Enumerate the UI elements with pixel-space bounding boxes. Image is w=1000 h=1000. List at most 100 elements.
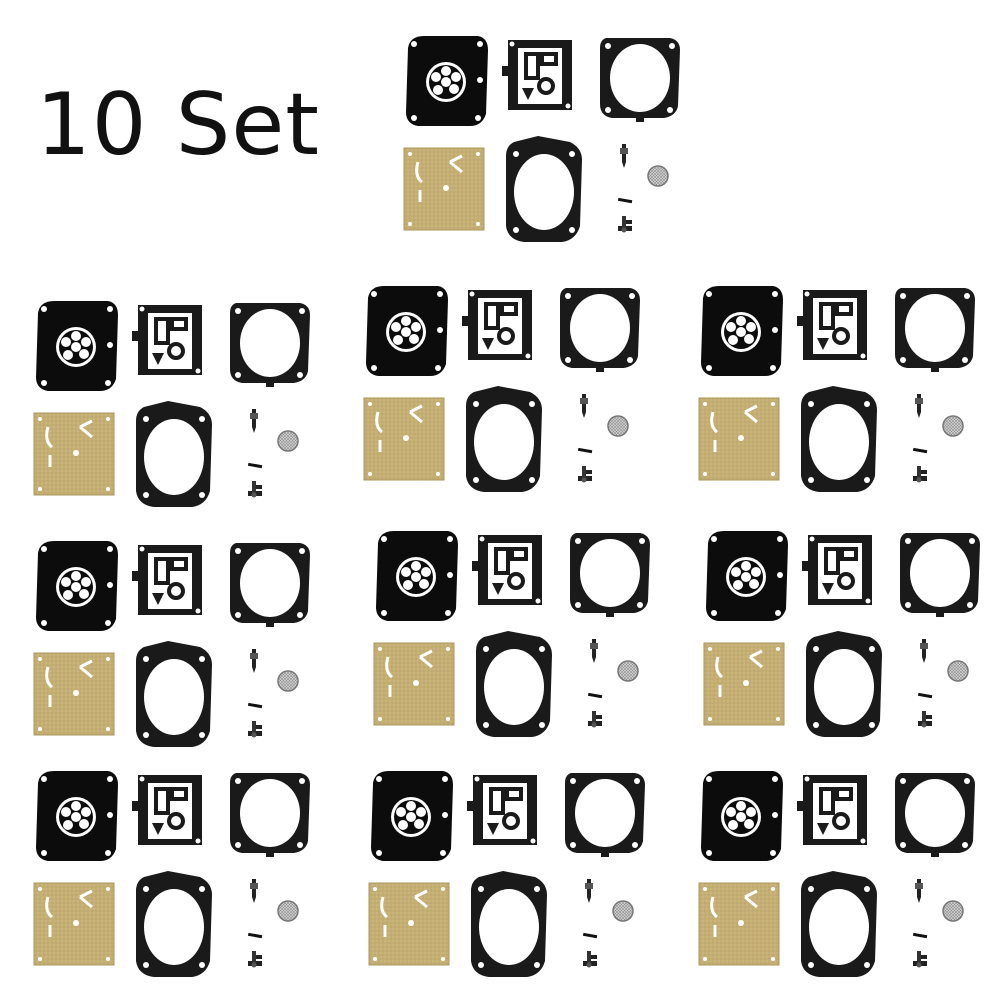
screen-plate-icon: [698, 882, 780, 966]
metering-diaphragm-icon: [706, 531, 788, 621]
needle-icon: [250, 879, 258, 903]
filter-screen-icon: [277, 900, 299, 922]
set-count-title: 10 Set: [36, 75, 320, 175]
large-gasket-icon: [506, 136, 582, 242]
pin-icon: [247, 932, 263, 939]
pin-icon: [617, 197, 633, 204]
needle-icon: [620, 144, 628, 168]
large-gasket-icon: [136, 641, 212, 747]
filter-screen-icon: [277, 430, 299, 452]
needle-icon: [915, 394, 923, 418]
screen-plate-icon: [33, 652, 115, 736]
gasket-icon: [502, 40, 572, 110]
screen-plate-icon: [373, 642, 455, 726]
metering-diaphragm-icon: [36, 301, 118, 391]
gasket-icon: [132, 545, 202, 615]
pump-gasket-icon: [230, 773, 310, 857]
pump-gasket-icon: [900, 533, 980, 617]
pin-icon: [912, 932, 928, 939]
gasket-icon: [132, 775, 202, 845]
gasket-icon: [797, 290, 867, 360]
needle-icon: [250, 649, 258, 673]
screen-plate-icon: [703, 642, 785, 726]
large-gasket-icon: [801, 871, 877, 977]
metering-diaphragm-icon: [36, 771, 118, 861]
carburetor-kit-10: [695, 765, 995, 995]
filter-screen-icon: [942, 415, 964, 437]
pin-icon: [247, 462, 263, 469]
lever-icon: [578, 466, 592, 483]
pin-icon: [247, 702, 263, 709]
screen-plate-icon: [33, 412, 115, 496]
large-gasket-icon: [136, 401, 212, 507]
large-gasket-icon: [471, 871, 547, 977]
metering-diaphragm-icon: [406, 36, 488, 126]
gasket-icon: [467, 775, 537, 845]
gasket-icon: [132, 305, 202, 375]
pump-gasket-icon: [230, 303, 310, 387]
large-gasket-icon: [476, 631, 552, 737]
needle-icon: [590, 639, 598, 663]
carburetor-kit-4: [695, 280, 995, 510]
pump-gasket-icon: [600, 38, 680, 122]
pin-icon: [582, 932, 598, 939]
needle-icon: [250, 409, 258, 433]
gasket-icon: [802, 535, 872, 605]
gasket-icon: [472, 535, 542, 605]
needle-icon: [920, 639, 928, 663]
pump-gasket-icon: [895, 773, 975, 857]
pin-icon: [917, 692, 933, 699]
screen-plate-icon: [363, 397, 445, 481]
lever-icon: [618, 216, 632, 233]
lever-icon: [248, 721, 262, 738]
carburetor-kit-1: [400, 30, 700, 260]
gasket-icon: [797, 775, 867, 845]
carburetor-kit-6: [370, 525, 670, 755]
large-gasket-icon: [136, 871, 212, 977]
pump-gasket-icon: [895, 288, 975, 372]
pump-gasket-icon: [230, 543, 310, 627]
large-gasket-icon: [801, 386, 877, 492]
needle-icon: [915, 879, 923, 903]
filter-screen-icon: [607, 415, 629, 437]
screen-plate-icon: [403, 147, 485, 231]
pin-icon: [587, 692, 603, 699]
lever-icon: [583, 951, 597, 968]
pin-icon: [912, 447, 928, 454]
carburetor-kit-9: [365, 765, 665, 995]
lever-icon: [918, 711, 932, 728]
lever-icon: [248, 951, 262, 968]
large-gasket-icon: [806, 631, 882, 737]
carburetor-kit-2: [30, 295, 330, 525]
carburetor-kit-8: [30, 765, 330, 995]
filter-screen-icon: [617, 660, 639, 682]
lever-icon: [248, 481, 262, 498]
carburetor-kit-3: [360, 280, 660, 510]
metering-diaphragm-icon: [701, 286, 783, 376]
carburetor-kit-7: [700, 525, 1000, 755]
filter-screen-icon: [612, 900, 634, 922]
gasket-icon: [462, 290, 532, 360]
metering-diaphragm-icon: [371, 771, 453, 861]
filter-screen-icon: [947, 660, 969, 682]
metering-diaphragm-icon: [36, 541, 118, 631]
screen-plate-icon: [698, 397, 780, 481]
needle-icon: [585, 879, 593, 903]
filter-screen-icon: [942, 900, 964, 922]
metering-diaphragm-icon: [701, 771, 783, 861]
screen-plate-icon: [33, 882, 115, 966]
lever-icon: [588, 711, 602, 728]
pin-icon: [577, 447, 593, 454]
filter-screen-icon: [647, 165, 669, 187]
large-gasket-icon: [466, 386, 542, 492]
needle-icon: [580, 394, 588, 418]
pump-gasket-icon: [570, 533, 650, 617]
pump-gasket-icon: [560, 288, 640, 372]
pump-gasket-icon: [565, 773, 645, 857]
filter-screen-icon: [277, 670, 299, 692]
lever-icon: [913, 466, 927, 483]
lever-icon: [913, 951, 927, 968]
carburetor-kit-5: [30, 535, 330, 765]
metering-diaphragm-icon: [376, 531, 458, 621]
screen-plate-icon: [368, 882, 450, 966]
